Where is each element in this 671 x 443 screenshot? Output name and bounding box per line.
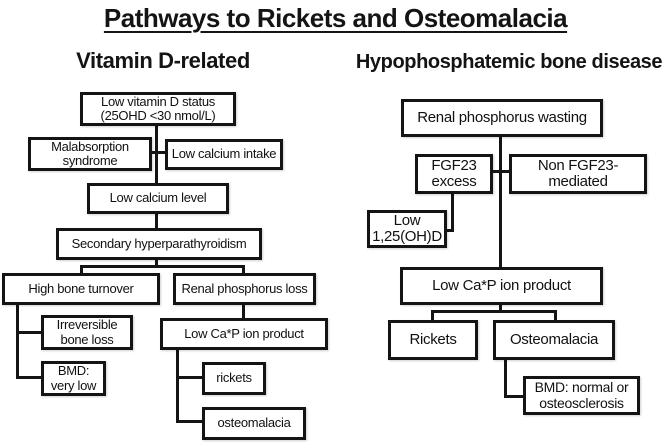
node-bmd-very-low: BMD: very low bbox=[41, 361, 106, 396]
node-low-cap-product-right: Low Ca*P ion product bbox=[400, 267, 603, 305]
node-irreversible-bone-loss: Irreversible bone loss bbox=[41, 315, 133, 350]
connector-cap-branch-bar bbox=[431, 310, 557, 313]
node-osteomalacia-left: osteomalacia bbox=[202, 407, 306, 440]
section-heading-vitamin-d: Vitamin D-related bbox=[76, 48, 250, 73]
node-low-vitamin-d-status: Low vitamin D status (25OHD <30 nmol/L) bbox=[80, 92, 236, 126]
connector-to-rickets-left bbox=[176, 376, 204, 379]
connector-fgf23-drop bbox=[451, 192, 454, 232]
node-low-calcium-intake: Low calcium intake bbox=[165, 139, 283, 170]
node-rickets-right: Rickets bbox=[388, 320, 478, 360]
connector-cap-branch-stem bbox=[499, 304, 502, 313]
connector-hpt-branch-bar bbox=[80, 265, 245, 268]
section-heading-hypophosphatemic: Hypophosphatemic bone disease bbox=[355, 51, 663, 73]
connector-branch-to-rickets-right bbox=[431, 310, 434, 320]
connector-hpt-branch-stem bbox=[155, 259, 158, 268]
connector-to-low-125ohd bbox=[446, 229, 454, 232]
node-rickets-left: rickets bbox=[202, 362, 266, 395]
connector-branch-to-renal-loss bbox=[242, 265, 245, 273]
node-low-calcium-level: Low calcium level bbox=[87, 183, 229, 214]
page-title: Pathways to Rickets and Osteomalacia bbox=[103, 3, 568, 33]
connector-renal-loss-to-cap bbox=[242, 304, 245, 318]
connector-calcium-level-to-hpt bbox=[155, 213, 158, 228]
node-malabsorption-syndrome: Malabsorption syndrome bbox=[28, 137, 152, 171]
node-bmd-normal-osteosclerosis: BMD: normal or osteosclerosis bbox=[523, 376, 640, 415]
node-renal-phosphorus-wasting: Renal phosphorus wasting bbox=[401, 99, 603, 137]
node-low-cap-product-left: Low Ca*P ion product bbox=[160, 318, 328, 350]
node-fgf23-excess: FGF23 excess bbox=[415, 154, 493, 194]
connector-branch-to-turnover bbox=[80, 265, 83, 273]
node-low-125ohd: Low 1,25(OH)D bbox=[367, 210, 447, 248]
node-high-bone-turnover: High bone turnover bbox=[2, 273, 160, 305]
connector-cap-drop bbox=[176, 349, 179, 423]
node-renal-phosphorus-loss: Renal phosphorus loss bbox=[173, 273, 316, 305]
node-osteomalacia-right: Osteomalacia bbox=[493, 320, 615, 360]
connector-branch-to-osteomalacia-right bbox=[554, 310, 557, 320]
connector-to-bmd-very-low bbox=[16, 376, 43, 379]
connector-to-irreversible bbox=[16, 331, 43, 334]
connector-turnover-drop bbox=[16, 304, 19, 379]
connector-fgf23-crossbar bbox=[492, 170, 511, 173]
connector-vitd-to-calcium-level bbox=[155, 125, 158, 183]
connector-to-osteomalacia-left bbox=[176, 420, 204, 423]
node-secondary-hyperparathyroidism: Secondary hyperparathyroidism bbox=[56, 228, 262, 260]
connector-osteomalacia-drop bbox=[504, 359, 507, 398]
connector-malabsorption-intake bbox=[150, 151, 167, 154]
connector-wasting-to-cap bbox=[499, 136, 502, 267]
node-non-fgf23-mediated: Non FGF23- mediated bbox=[509, 154, 647, 194]
connector-to-bmd-normal bbox=[504, 395, 525, 398]
